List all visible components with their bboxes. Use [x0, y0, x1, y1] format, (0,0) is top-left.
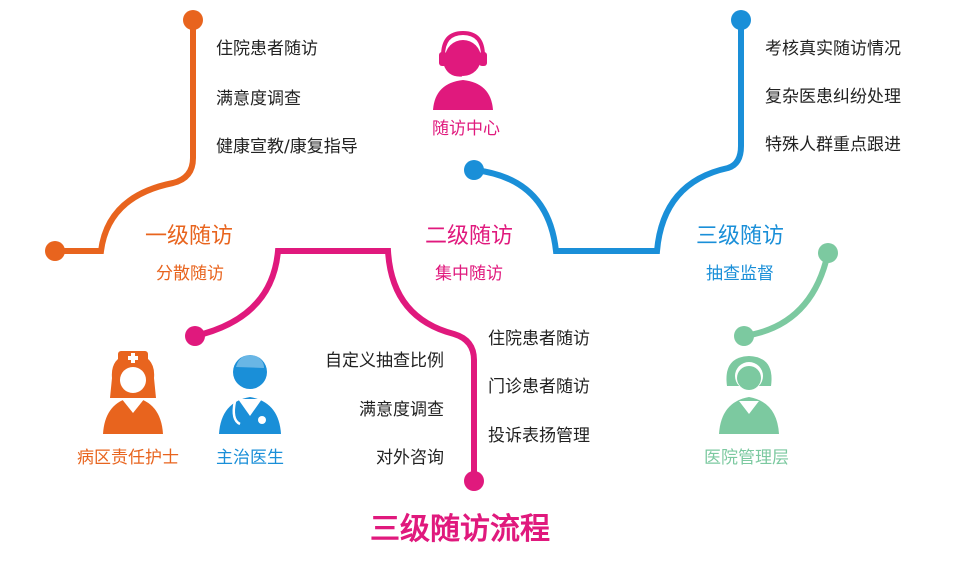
level1-item: 满意度调查 [216, 89, 301, 109]
level2-right-item: 投诉表扬管理 [488, 426, 590, 446]
level3-item: 复杂医患纠纷处理 [765, 87, 901, 107]
nurse-label: 病区责任护士 [77, 448, 179, 468]
level3-heading: 三级随访 [696, 224, 785, 249]
level3-connector [471, 19, 744, 254]
level2-subheading: 集中随访 [435, 264, 503, 284]
level2-bottom-node [464, 471, 484, 491]
level1-top-node [183, 10, 203, 30]
diagram-title: 三级随访流程 [370, 512, 550, 547]
level1-item: 住院患者随访 [216, 39, 318, 59]
level2-left-node [185, 326, 205, 346]
admin-bottom-node [734, 326, 754, 346]
admin-top-node [818, 243, 838, 263]
level2-connector [192, 248, 477, 481]
level2-left-item: 满意度调查 [359, 400, 444, 420]
level3-item: 特殊人群重点跟进 [765, 135, 901, 155]
admin-label: 医院管理层 [704, 448, 789, 468]
level3-top-node [731, 10, 751, 30]
nurse-icon [103, 351, 163, 434]
level3-subheading: 抽查监督 [706, 264, 774, 284]
level2-right-item: 住院患者随访 [488, 329, 590, 349]
doctor-label: 主治医生 [216, 448, 284, 468]
level1-subheading: 分散随访 [156, 264, 224, 284]
administrator-icon [719, 356, 779, 434]
level2-right-item: 门诊患者随访 [488, 377, 590, 397]
level3-left-node [464, 160, 484, 180]
level3-item: 考核真实随访情况 [765, 39, 901, 59]
level2-left-item: 自定义抽查比例 [325, 351, 444, 371]
call-center-label: 随访中心 [432, 119, 500, 139]
doctor-icon [219, 355, 281, 434]
level1-left-node [45, 241, 65, 261]
level1-connector [52, 19, 196, 254]
admin-connector [741, 250, 831, 339]
level2-left-item: 对外咨询 [376, 448, 444, 468]
level1-item: 健康宣教/康复指导 [216, 137, 358, 157]
level2-heading: 二级随访 [425, 224, 514, 249]
level1-heading: 一级随访 [145, 224, 234, 249]
headset-agent-icon [433, 30, 493, 110]
